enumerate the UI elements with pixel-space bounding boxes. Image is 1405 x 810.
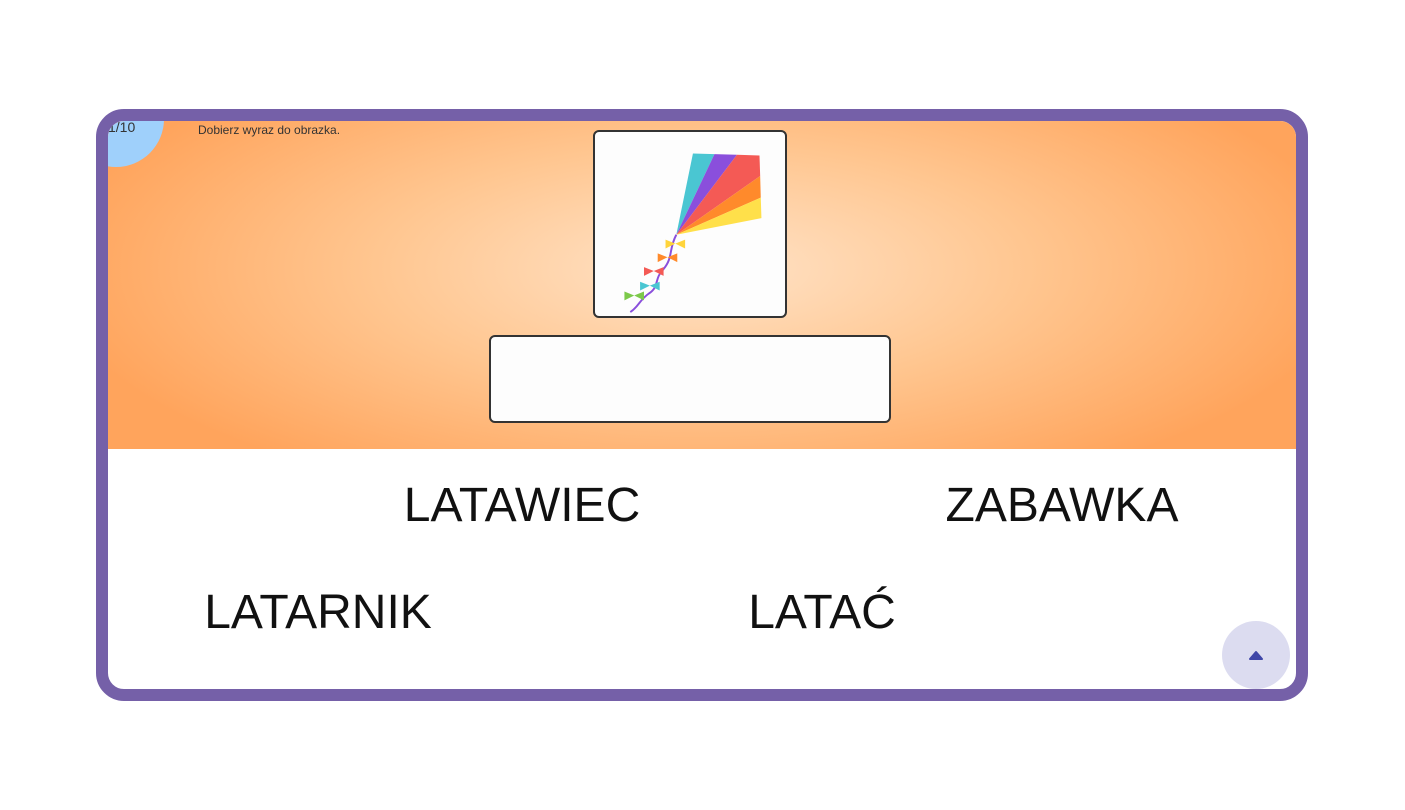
- word-option-latawiec[interactable]: LATAWIEC: [403, 479, 641, 532]
- picture-area: 1/10 Dobierz wyraz do obrazka.: [108, 121, 1296, 449]
- word-option-latac[interactable]: LATAĆ: [748, 586, 896, 639]
- instruction-text: Dobierz wyraz do obrazka.: [198, 123, 341, 137]
- word-option-zabawka[interactable]: ZABAWKA: [945, 479, 1179, 532]
- scroll-up-button[interactable]: [1222, 621, 1290, 689]
- exercise-card: 1/10 Dobierz wyraz do obrazka. LATA: [96, 109, 1308, 701]
- kite-bows: [624, 239, 686, 301]
- progress-counter: 1/10: [108, 121, 136, 135]
- answer-drop-field[interactable]: [489, 335, 891, 423]
- kite-icon: [624, 153, 762, 313]
- caret-up-icon: [1249, 651, 1263, 660]
- picture-card: [593, 130, 787, 318]
- word-option-latarnik[interactable]: LATARNIK: [204, 586, 432, 639]
